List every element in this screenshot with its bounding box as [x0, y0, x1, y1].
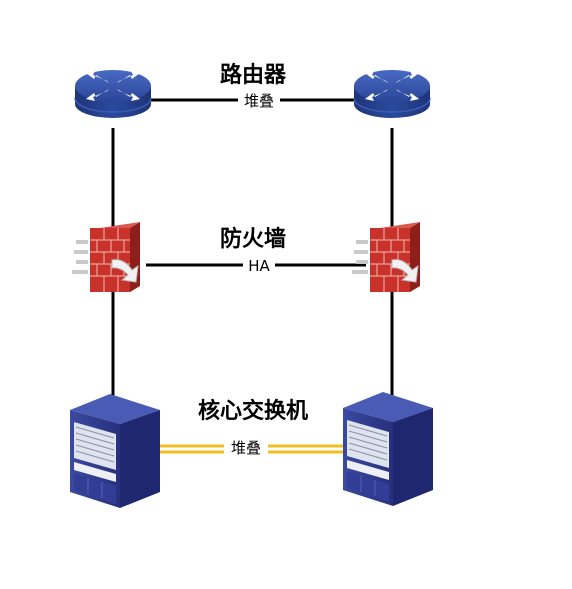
- firewall-icon: [351, 221, 421, 293]
- firewall-link-label: HA: [248, 257, 270, 275]
- core-switch-icon: [69, 393, 161, 509]
- core-switch-icon: [342, 391, 434, 507]
- core-switch-link-label: 堆叠: [231, 439, 261, 457]
- router-icon: [74, 69, 152, 119]
- router-tier-title: 路由器: [220, 62, 287, 88]
- vertical-links: [111, 128, 394, 400]
- core-switch-tier-title: 核心交换机: [198, 398, 308, 424]
- firewall-icon: [71, 221, 141, 293]
- firewall-tier-title: 防火墙: [220, 227, 286, 252]
- router-icon: [353, 69, 431, 119]
- router-link-label: 堆叠: [244, 92, 274, 110]
